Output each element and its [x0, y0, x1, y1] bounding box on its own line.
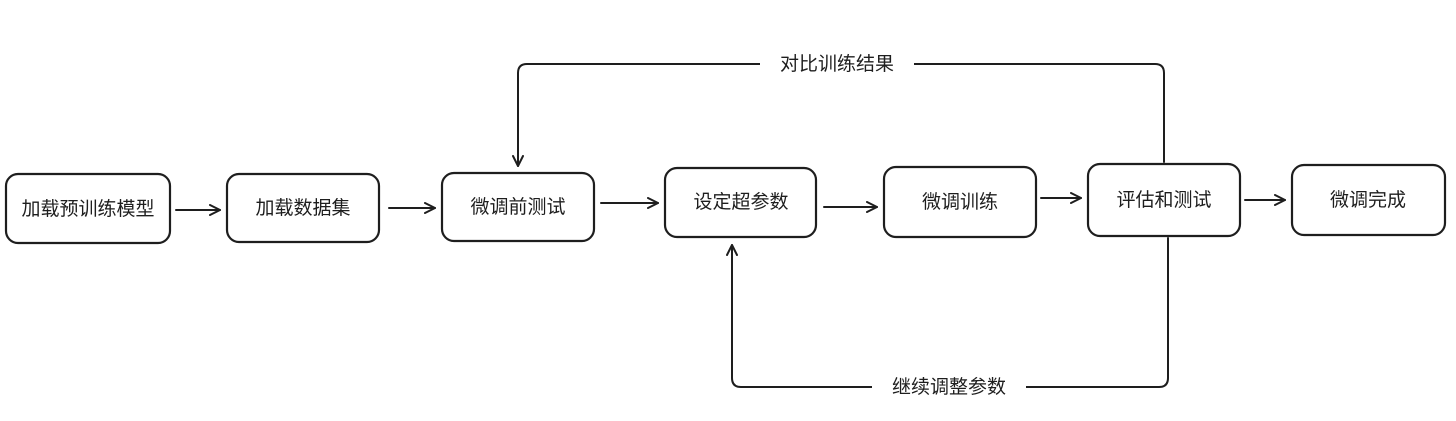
node-finetune-training[interactable]: 微调训练	[882, 165, 1038, 239]
node-finetune-complete-label: 微调完成	[1330, 189, 1406, 211]
node-set-hyperparameters-label: 设定超参数	[693, 191, 788, 213]
edge-evaluate-to-pre-test-loop	[512, 63, 1165, 167]
node-load-dataset-label: 加载数据集	[255, 197, 350, 219]
node-evaluate-and-test-label: 评估和测试	[1116, 189, 1211, 211]
edge-label-compare-results: 对比训练结果	[760, 48, 914, 78]
node-finetune-complete[interactable]: 微调完成	[1290, 163, 1447, 237]
node-finetune-training-label: 微调训练	[922, 191, 998, 213]
edges: 对比训练结果 继续调整参数	[175, 48, 1286, 402]
node-pre-finetune-test-label: 微调前测试	[470, 196, 565, 218]
edge-evaluate-to-set-params-loop	[726, 237, 1169, 388]
nodes: 加载预训练模型 加载数据集 微调前测试 设定超参数 微调训练 评估和测试 微调完…	[4, 162, 1447, 245]
edge-label-continue-adjust-text: 继续调整参数	[892, 376, 1006, 398]
node-set-hyperparameters[interactable]: 设定超参数	[663, 166, 818, 239]
edge-label-compare-results-text: 对比训练结果	[780, 53, 894, 75]
node-pre-finetune-test[interactable]: 微调前测试	[440, 171, 596, 243]
node-load-dataset[interactable]: 加载数据集	[225, 172, 381, 244]
node-evaluate-and-test[interactable]: 评估和测试	[1086, 162, 1242, 238]
edge-label-continue-adjust: 继续调整参数	[872, 372, 1026, 402]
node-load-pretrained-model-label: 加载预训练模型	[21, 198, 154, 220]
node-load-pretrained-model[interactable]: 加载预训练模型	[4, 172, 172, 245]
